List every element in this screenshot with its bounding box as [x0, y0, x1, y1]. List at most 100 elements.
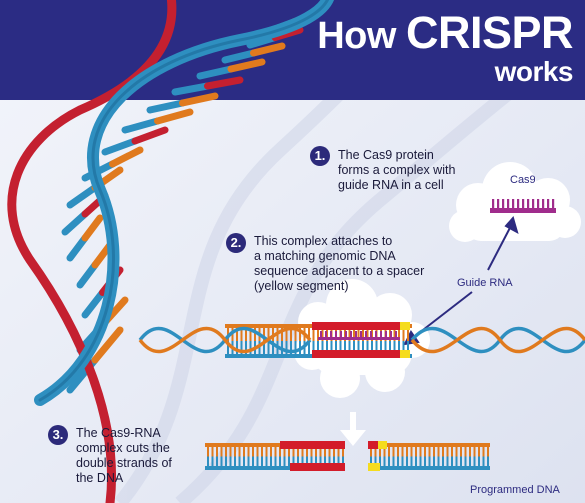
dna-base: [353, 328, 355, 341]
cut-region-bottom: [312, 350, 400, 358]
dna-base: [374, 456, 377, 466]
dna-base: [348, 328, 351, 341]
comb-tooth: [492, 199, 495, 208]
dna-base: [478, 456, 480, 466]
dna-base: [240, 341, 243, 354]
dna-base: [285, 328, 288, 341]
dna-base: [317, 328, 319, 341]
dna-base: [406, 456, 408, 466]
helix-rung-segment: [171, 82, 211, 96]
dna-base: [294, 341, 297, 354]
dna-base: [252, 447, 254, 457]
dna-base: [254, 328, 256, 341]
step-3-line: the DNA: [76, 471, 124, 485]
helix-rung-segment: [154, 108, 194, 125]
dna-base: [388, 447, 390, 457]
dna-base: [375, 341, 378, 354]
helix-rung-segment: [109, 146, 144, 168]
dna-base: [321, 341, 324, 354]
dna-base: [283, 447, 286, 457]
step-1-text: The Cas9 protein forms a complex with gu…: [338, 148, 455, 193]
helix-rung-segment: [101, 137, 139, 156]
dna-base: [333, 456, 335, 466]
helix-rung-segment: [221, 49, 257, 64]
dna-base: [370, 447, 372, 457]
dna-base: [407, 341, 409, 354]
dna-base: [455, 447, 458, 457]
dna-base: [299, 328, 301, 341]
comb-tooth: [552, 199, 555, 208]
dna-base: [245, 341, 247, 354]
dna-base: [415, 456, 417, 466]
step-2-line: sequence adjacent to a spacer: [254, 264, 425, 278]
step-1-badge: 1.: [310, 146, 330, 166]
dna-base: [249, 328, 252, 341]
dna-base: [446, 456, 449, 466]
dna-base: [274, 456, 277, 466]
dna-base: [315, 447, 317, 457]
spacer-segment: [400, 322, 410, 330]
comb-tooth: [547, 199, 550, 208]
dna-base: [398, 328, 400, 341]
dna-base: [402, 341, 405, 354]
dna-base: [324, 456, 326, 466]
dna-base: [482, 447, 485, 457]
dna-base: [433, 456, 435, 466]
dna-base: [319, 447, 322, 457]
dna-base: [333, 447, 335, 457]
header-band: [0, 0, 585, 100]
dna-base: [308, 341, 310, 354]
dna-base: [342, 456, 344, 466]
step-1-line: forms a complex with: [338, 163, 456, 177]
guide-rna-bound: [318, 337, 400, 340]
dna-base: [312, 328, 315, 341]
guide-rna-tooth: [350, 331, 352, 337]
helix-rung-segment: [66, 184, 99, 209]
comb-tooth: [507, 199, 510, 208]
down-arrow-icon: [340, 412, 366, 446]
dna-base: [234, 447, 236, 457]
step-2-text: This complex attaches to a matching geno…: [254, 234, 424, 294]
dna-base: [464, 447, 467, 457]
comb-tooth: [537, 199, 540, 208]
helix-rung-segment: [227, 58, 266, 73]
dna-base: [446, 447, 449, 457]
dna-base: [279, 447, 281, 457]
dna-base: [370, 456, 372, 466]
dna-base: [297, 447, 299, 457]
target-dna-helix-ends: [138, 326, 585, 354]
helix-rung-segment: [131, 126, 169, 145]
step-3-line: complex cuts the: [76, 441, 170, 455]
dna-base: [315, 456, 317, 466]
dna-base: [392, 447, 395, 457]
dna-base: [407, 328, 409, 341]
dna-base: [207, 456, 209, 466]
dna-base: [288, 456, 290, 466]
dna-base: [306, 447, 308, 457]
dna-base: [238, 456, 241, 466]
step-3-badge: 3.: [48, 425, 68, 445]
dna-base: [366, 341, 369, 354]
dna-base: [353, 341, 355, 354]
dna-base: [389, 341, 391, 354]
step-3-line: double strands of: [76, 456, 172, 470]
helix-rung-segment: [146, 99, 186, 114]
dna-base: [393, 328, 396, 341]
guide-rna-tooth: [335, 331, 337, 337]
dna-base: [424, 447, 426, 457]
dna-base: [225, 447, 227, 457]
helix-rung-segment: [81, 214, 104, 242]
dna-base: [362, 341, 364, 354]
dna-base: [261, 456, 263, 466]
dna-base: [256, 456, 259, 466]
helix-rung-segment: [204, 76, 244, 90]
dna-base: [211, 447, 214, 457]
programmed-dna-label: Programmed DNA: [470, 484, 560, 496]
comb-tooth: [502, 199, 505, 208]
dna-base: [236, 328, 238, 341]
title-main: CRISPR: [405, 7, 574, 58]
helix-rung-segment: [250, 42, 286, 57]
comb-tooth: [517, 199, 520, 208]
page-subtitle: works: [494, 56, 574, 87]
dna-base: [256, 447, 259, 457]
